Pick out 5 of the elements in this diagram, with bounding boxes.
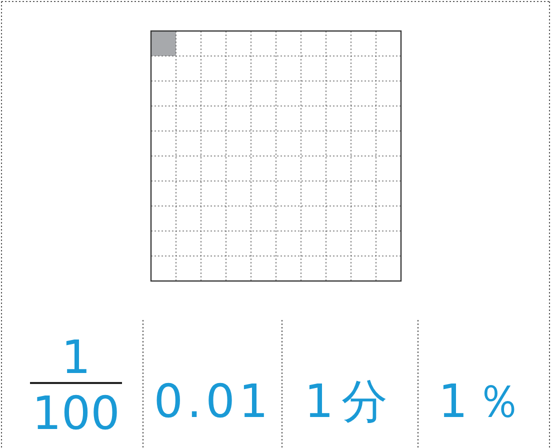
decimal-label: 0.01 — [152, 378, 274, 424]
numerator: 1 — [60, 334, 92, 380]
percent-label: 1％ — [437, 378, 531, 424]
denominator: 100 — [31, 390, 121, 436]
unit-label: 1分 — [303, 378, 397, 424]
